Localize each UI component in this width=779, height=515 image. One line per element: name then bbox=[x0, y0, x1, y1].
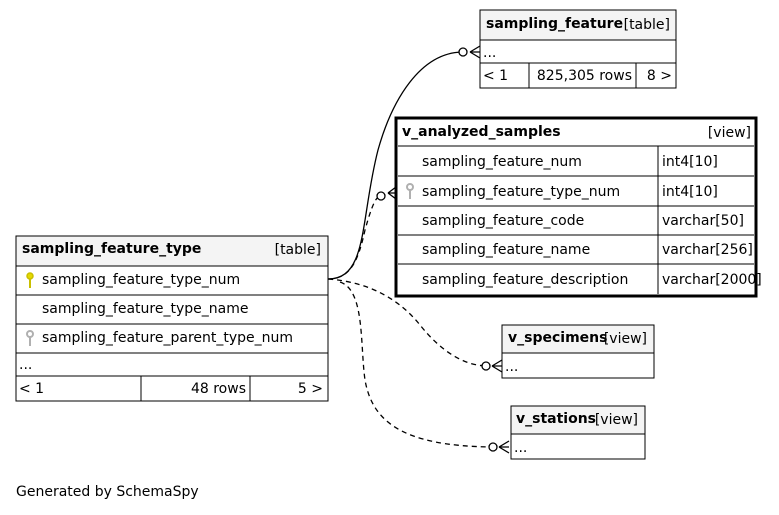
column-row: sampling_feature_type_num int4[10] bbox=[406, 183, 718, 200]
column-type: int4[10] bbox=[662, 154, 718, 170]
crowfoot-marker-sampling-feature bbox=[469, 45, 481, 59]
column-row: sampling_feature_name varchar[256] bbox=[422, 242, 753, 258]
table-title: v_analyzed_samples bbox=[402, 124, 561, 140]
table-kind-label: [table] bbox=[624, 17, 670, 33]
table-title: v_specimens bbox=[508, 330, 607, 346]
table-header bbox=[479, 9, 677, 41]
columns-ellipsis: ... bbox=[19, 357, 32, 373]
column-row: sampling_feature_type_name bbox=[42, 301, 248, 317]
zero-marker-v-stations bbox=[488, 442, 498, 452]
table-title: v_stations bbox=[516, 411, 596, 427]
columns-ellipsis: ... bbox=[483, 45, 496, 61]
column-row: sampling_feature_type_num bbox=[26, 272, 240, 288]
table-sampling-feature[interactable]: sampling_feature [table] ... < 1 825,305… bbox=[479, 9, 677, 89]
columns-ellipsis: ... bbox=[514, 440, 527, 456]
column-row: sampling_feature_parent_type_num bbox=[26, 330, 293, 346]
table-header bbox=[501, 324, 655, 354]
relation-line-v-analyzed-samples bbox=[327, 195, 382, 280]
columns-ellipsis: ... bbox=[505, 359, 518, 375]
table-kind-label: [table] bbox=[275, 242, 321, 258]
column-name: sampling_feature_type_name bbox=[42, 301, 248, 317]
view-v-specimens[interactable]: v_specimens [view] ... bbox=[501, 324, 655, 379]
column-name: sampling_feature_name bbox=[422, 242, 590, 258]
table-kind-label: [view] bbox=[708, 125, 751, 141]
table-header bbox=[398, 120, 754, 146]
zero-marker-v-specimens bbox=[481, 361, 491, 371]
view-v-stations[interactable]: v_stations [view] ... bbox=[510, 405, 646, 460]
zero-marker-sampling-feature bbox=[458, 47, 468, 57]
column-name: sampling_feature_type_num bbox=[422, 184, 620, 200]
table-header bbox=[15, 235, 329, 267]
column-name: sampling_feature_num bbox=[422, 154, 582, 170]
generated-by-footer: Generated by SchemaSpy bbox=[16, 484, 199, 500]
relation-line-v-specimens bbox=[327, 278, 487, 367]
column-type: varchar[2000] bbox=[662, 272, 762, 288]
row-count: 825,305 rows bbox=[537, 68, 632, 84]
child-count: 5 > bbox=[298, 381, 323, 397]
crowfoot-marker-v-specimens bbox=[491, 359, 503, 373]
zero-marker-v-analyzed-samples bbox=[376, 191, 386, 201]
crowfoot-marker-v-stations bbox=[498, 440, 510, 454]
table-kind-label: [view] bbox=[604, 331, 647, 347]
foreign-key-icon bbox=[26, 330, 34, 346]
relation-line-v-stations bbox=[339, 281, 493, 448]
relationship-lines bbox=[327, 51, 493, 448]
child-count: 8 > bbox=[647, 68, 672, 84]
column-row: sampling_feature_description varchar[200… bbox=[422, 272, 762, 288]
column-name: sampling_feature_parent_type_num bbox=[42, 330, 293, 346]
parent-count: < 1 bbox=[19, 381, 44, 397]
column-name: sampling_feature_code bbox=[422, 213, 584, 229]
table-title: sampling_feature_type bbox=[22, 241, 201, 257]
table-header bbox=[510, 405, 646, 435]
foreign-key-icon bbox=[406, 183, 414, 199]
parent-count: < 1 bbox=[483, 68, 508, 84]
column-type: int4[10] bbox=[662, 184, 718, 200]
table-kind-label: [view] bbox=[595, 412, 638, 428]
column-type: varchar[50] bbox=[662, 213, 744, 229]
table-sampling-feature-type[interactable]: sampling_feature_type [table] sampling_f… bbox=[15, 235, 329, 402]
column-type: varchar[256] bbox=[662, 242, 753, 258]
table-title: sampling_feature bbox=[486, 16, 623, 32]
view-v-analyzed-samples[interactable]: v_analyzed_samples [view] sampling_featu… bbox=[394, 116, 762, 298]
column-row: sampling_feature_num int4[10] bbox=[422, 154, 718, 170]
row-count: 48 rows bbox=[191, 381, 246, 397]
column-name: sampling_feature_description bbox=[422, 272, 628, 288]
column-row: sampling_feature_code varchar[50] bbox=[422, 213, 744, 229]
column-name: sampling_feature_type_num bbox=[42, 272, 240, 288]
primary-key-icon bbox=[26, 272, 34, 288]
